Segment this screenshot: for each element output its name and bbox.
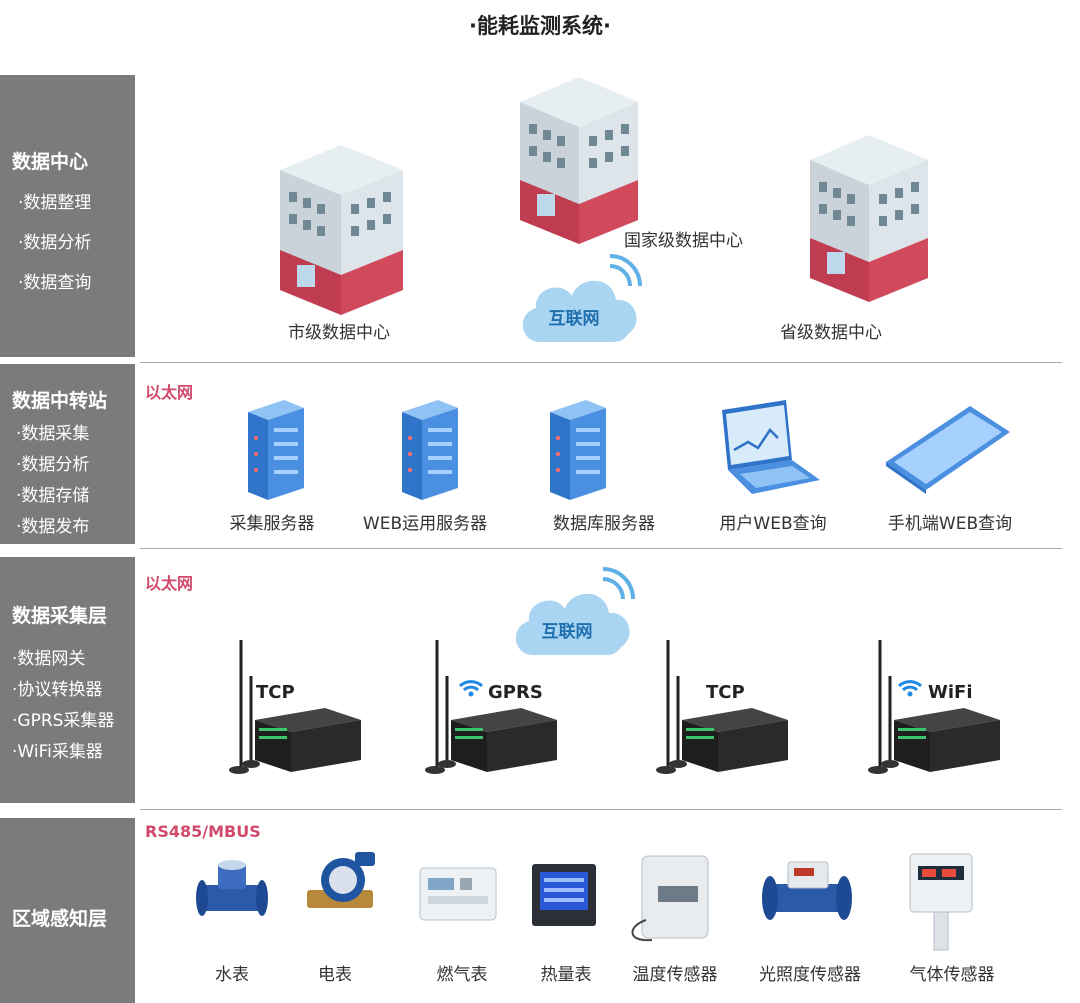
server-icon-collect — [248, 400, 304, 500]
label-sensor: 水表 — [215, 965, 249, 985]
layer-item: ·数据整理 — [18, 193, 92, 213]
illuminance-sensor-icon — [762, 861, 852, 920]
label-sensor: 气体传感器 — [909, 965, 995, 985]
cloud-icon: 互联网 — [522, 254, 642, 342]
gateway-icon-2 — [425, 640, 557, 774]
gateway-icon-1 — [229, 640, 361, 774]
label-sensor: 温度传感器 — [632, 965, 718, 985]
wifi-icon — [897, 680, 923, 697]
heat-meter-icon — [532, 864, 596, 926]
wifi-icon — [458, 680, 484, 697]
cloud-label: 互联网 — [549, 309, 600, 329]
label-province-center: 省级数据中心 — [780, 323, 882, 343]
gateway-protocol-label: TCP — [706, 682, 745, 703]
gas-meter-icon — [419, 867, 497, 921]
temperature-sensor-icon — [631, 855, 709, 942]
gateway-protocol-label: GPRS — [488, 682, 543, 703]
layer-item: ·数据网关 — [12, 649, 86, 669]
layer-item: ·数据存储 — [16, 486, 90, 506]
divider — [140, 548, 1062, 549]
layer-transfer: 数据中转站 ·数据采集 ·数据分析 ·数据存储 ·数据发布 — [0, 364, 135, 544]
layer-collect: 数据采集层 ·数据网关 ·协议转换器 ·GPRS采集器 ·WiFi采集器 — [0, 557, 135, 803]
label-device: 手机端WEB查询 — [887, 514, 1013, 534]
layer-item: ·数据发布 — [16, 517, 90, 537]
gas-sensor-icon — [909, 853, 973, 951]
divider — [140, 809, 1062, 810]
layer-title: 区域感知层 — [12, 908, 108, 930]
building-icon-national — [520, 77, 638, 244]
server-icon-web — [402, 400, 458, 500]
protocol-label-ethernet: 以太网 — [145, 574, 194, 593]
divider — [140, 362, 1062, 363]
label-device: 采集服务器 — [229, 514, 315, 534]
gateway-protocol-label: WiFi — [928, 682, 973, 703]
layer-item: ·协议转换器 — [12, 680, 103, 700]
building-icon-city — [280, 145, 403, 315]
layer-title: 数据中心 — [12, 151, 89, 173]
layer-item: ·数据分析 — [16, 455, 90, 475]
label-sensor: 电表 — [318, 965, 352, 985]
label-national-center: 国家级数据中心 — [624, 231, 743, 251]
server-icon-database — [550, 400, 606, 500]
label-device: 数据库服务器 — [553, 514, 655, 534]
layer-datacenter: 数据中心 ·数据整理 ·数据分析 ·数据查询 — [0, 75, 135, 357]
building-icon-province — [810, 135, 928, 302]
label-sensor: 光照度传感器 — [759, 965, 861, 985]
cloud-label: 互联网 — [542, 622, 593, 642]
protocol-label-rs485: RS485/MBUS — [145, 822, 261, 841]
phone-icon — [886, 406, 1010, 494]
layer-title: 数据中转站 — [12, 390, 108, 412]
layer-sense: 区域感知层 — [0, 818, 135, 1003]
label-sensor: 热量表 — [540, 965, 592, 985]
gateway-icon-4 — [868, 640, 1000, 774]
label-city-center: 市级数据中心 — [288, 323, 390, 343]
layer-item: ·数据分析 — [18, 233, 92, 253]
layer-item: ·数据采集 — [16, 424, 90, 444]
gateway-protocol-label: TCP — [256, 682, 295, 703]
layer-title: 数据采集层 — [12, 605, 108, 627]
label-sensor: 燃气表 — [436, 965, 488, 985]
layer-item: ·数据查询 — [18, 273, 92, 293]
label-device: 用户WEB查询 — [719, 514, 827, 534]
laptop-icon — [722, 400, 820, 494]
layer-item: ·GPRS采集器 — [12, 711, 115, 731]
cloud-icon: 互联网 — [515, 567, 635, 655]
layer-item: ·WiFi采集器 — [12, 742, 103, 762]
water-meter-icon — [196, 860, 268, 916]
label-device: WEB运用服务器 — [362, 514, 488, 534]
gateway-icon-3 — [656, 640, 788, 774]
protocol-label-ethernet: 以太网 — [145, 383, 194, 402]
diagram-title: ·能耗监测系统· — [469, 14, 611, 38]
electric-meter-icon — [307, 852, 375, 908]
